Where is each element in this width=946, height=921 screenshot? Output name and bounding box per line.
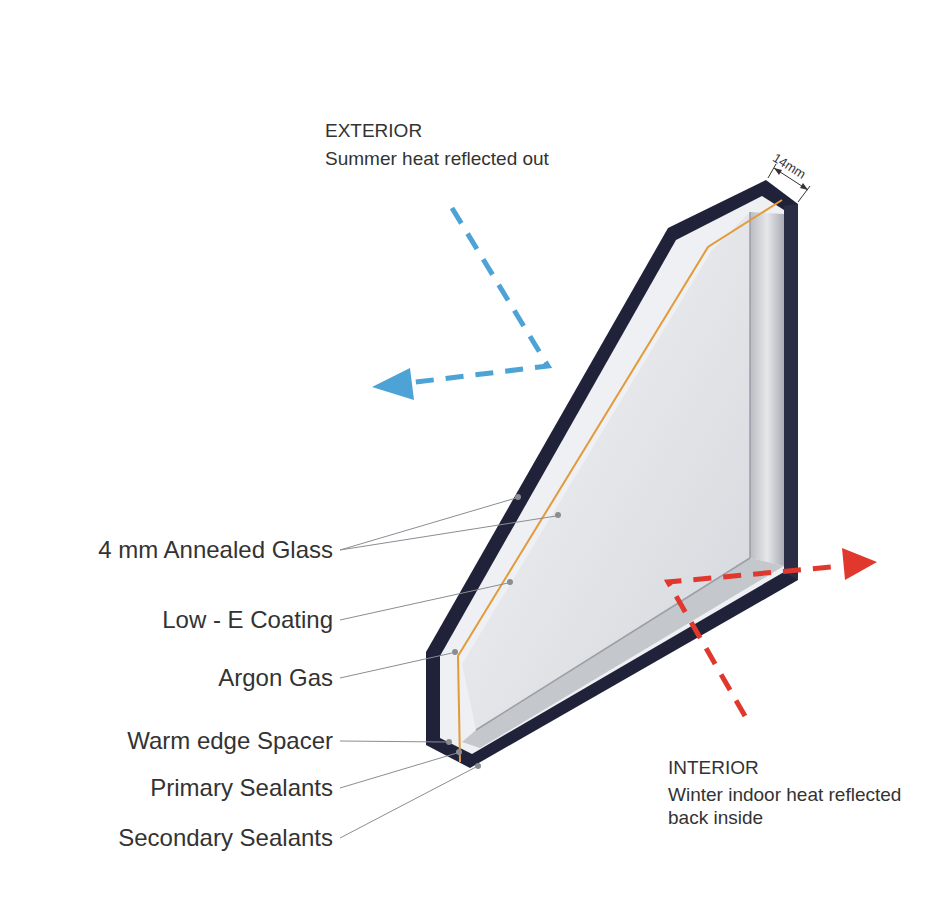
part-label: Secondary Sealants: [118, 824, 333, 853]
leader-dot: [446, 739, 452, 745]
leader-dot: [555, 512, 561, 518]
leader-line: [340, 498, 516, 550]
leader-dot: [507, 579, 513, 585]
leader-dot: [456, 749, 462, 755]
leader-dot: [452, 649, 458, 655]
summer-heat-arrow: [408, 208, 548, 383]
leader-line: [340, 516, 556, 550]
winter-heat-arrow: [668, 566, 842, 716]
spacer-edge: [476, 558, 750, 730]
part-label: 4 mm Annealed Glass: [98, 536, 333, 565]
part-label: Low - E Coating: [162, 606, 333, 635]
summer-heat-arrowhead: [372, 368, 414, 400]
low-e-coating-line: [458, 200, 782, 762]
leader-line: [340, 653, 452, 678]
unit-silhouette: [426, 180, 798, 768]
part-label: Primary Sealants: [150, 774, 333, 803]
leader-dot: [475, 763, 481, 769]
spacer-edge: [749, 212, 751, 558]
leader-line: [340, 741, 446, 742]
part-label: Argon Gas: [218, 664, 333, 693]
part-label: Warm edge Spacer: [127, 727, 333, 756]
leader-line: [340, 767, 476, 838]
spacer-bottom: [462, 558, 784, 748]
interior-heading: INTERIOR: [668, 757, 759, 780]
winter-heat-arrowhead: [842, 548, 877, 580]
interior-pane-edge: [784, 204, 798, 580]
interior-note: Winter indoor heat reflected back inside: [668, 784, 936, 830]
exterior-pane: [440, 196, 784, 754]
leader-dot: [515, 494, 521, 500]
leader-line: [340, 753, 457, 788]
exterior-note: Summer heat reflected out: [325, 148, 549, 171]
exterior-heading: EXTERIOR: [325, 120, 422, 143]
leader-line: [340, 583, 508, 620]
spacer-right: [750, 212, 784, 566]
dimension-label: 14mm: [770, 150, 809, 182]
dimension-arrowhead: [800, 183, 808, 190]
